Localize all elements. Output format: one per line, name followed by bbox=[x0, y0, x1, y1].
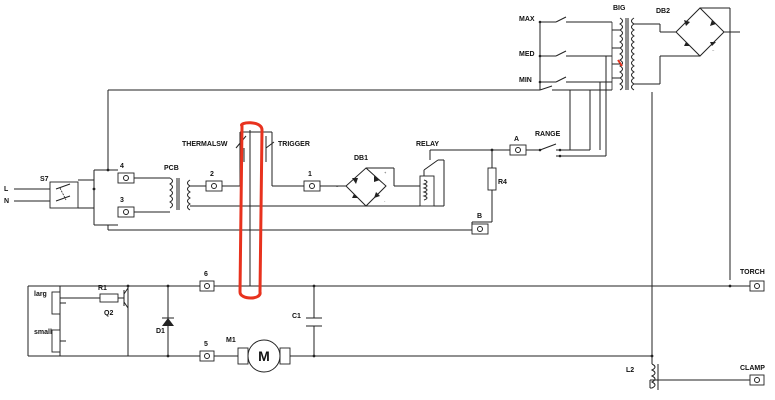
label-max: MAX bbox=[519, 16, 535, 23]
svg-text:+: + bbox=[384, 170, 387, 175]
label-min: MIN bbox=[519, 77, 532, 84]
label-r4: R4 bbox=[498, 179, 507, 186]
svg-text:~: ~ bbox=[336, 184, 339, 189]
label-trigger: TRIGGER bbox=[278, 141, 310, 148]
label-larg: larg bbox=[34, 291, 47, 298]
terminal-1 bbox=[303, 180, 321, 192]
motor-symbol-letter: M bbox=[258, 348, 270, 364]
label-q2: Q2 bbox=[104, 310, 113, 317]
svg-text:~: ~ bbox=[712, 48, 715, 53]
pcb-transformer bbox=[169, 177, 191, 211]
s7-mains-switch bbox=[49, 181, 79, 209]
label-c1: C1 bbox=[292, 313, 301, 320]
potentiometer-large bbox=[51, 291, 66, 315]
motor-m1: M bbox=[237, 339, 291, 373]
terminal-2 bbox=[205, 180, 223, 192]
label-neutral: N bbox=[4, 198, 9, 205]
label-s7: S7 bbox=[40, 176, 49, 183]
label-terminal-6: 6 bbox=[204, 271, 208, 278]
terminal-a bbox=[509, 144, 527, 156]
terminal-4 bbox=[117, 172, 135, 184]
label-big: BIG bbox=[613, 5, 626, 12]
label-m1: M1 bbox=[226, 337, 236, 344]
potentiometer-small bbox=[51, 329, 66, 353]
resistor-r4 bbox=[487, 167, 497, 191]
transistor-q2 bbox=[118, 287, 129, 309]
big-transformer bbox=[612, 17, 660, 91]
svg-text:-: - bbox=[384, 198, 386, 203]
terminal-3 bbox=[117, 206, 135, 218]
diode-d1 bbox=[162, 317, 174, 326]
clamp-terminal bbox=[749, 374, 765, 386]
label-line: L bbox=[4, 186, 9, 193]
inductor-l2 bbox=[649, 363, 659, 390]
label-d1: D1 bbox=[156, 328, 165, 335]
label-r1: R1 bbox=[98, 285, 107, 292]
label-relay: RELAY bbox=[416, 141, 439, 148]
label-torch: TORCH bbox=[740, 269, 765, 276]
label-terminal-3: 3 bbox=[120, 197, 124, 204]
label-db1: DB1 bbox=[354, 155, 368, 162]
label-l2: L2 bbox=[626, 367, 634, 374]
label-terminal-1: 1 bbox=[308, 171, 312, 178]
relay bbox=[419, 150, 445, 207]
wiring bbox=[14, 56, 750, 381]
svg-text:+: + bbox=[712, 20, 715, 25]
terminal-b bbox=[471, 223, 489, 235]
db1-bridge-rectifier: ~ + - bbox=[336, 167, 387, 207]
label-db2: DB2 bbox=[656, 8, 670, 15]
terminal-5 bbox=[199, 350, 215, 362]
capacitor-c1 bbox=[306, 317, 322, 327]
label-terminal-5: 5 bbox=[204, 341, 208, 348]
torch-terminal bbox=[749, 280, 765, 292]
terminal-6 bbox=[199, 280, 215, 292]
label-pcb: PCB bbox=[164, 165, 179, 172]
label-range: RANGE bbox=[535, 131, 561, 138]
range-tap-switch bbox=[538, 16, 613, 91]
label-terminal-b: B bbox=[477, 213, 482, 220]
label-thermalsw: THERMALSW bbox=[182, 141, 228, 148]
range-switch bbox=[538, 143, 566, 158]
highlight-thermal-path bbox=[238, 121, 264, 300]
label-med: MED bbox=[519, 51, 535, 58]
trigger-switch bbox=[265, 136, 275, 162]
junction-dots bbox=[92, 148, 732, 358]
label-terminal-2: 2 bbox=[210, 171, 214, 178]
label-small: small bbox=[34, 329, 52, 336]
label-terminal-4: 4 bbox=[120, 163, 124, 170]
resistor-r1 bbox=[99, 293, 119, 303]
db2-bridge-rectifier: + ~ bbox=[659, 7, 740, 280]
label-clamp: CLAMP bbox=[740, 365, 765, 372]
label-terminal-a: A bbox=[514, 136, 519, 143]
